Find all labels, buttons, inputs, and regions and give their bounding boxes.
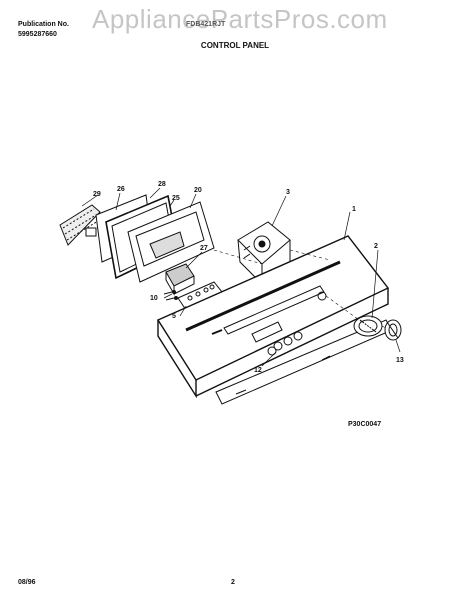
part-2-ring [353, 315, 383, 337]
watermark: AppliancePartsPros.com [92, 4, 388, 34]
callout-20: 20 [194, 187, 202, 194]
part-1-control-panel [156, 235, 390, 399]
publication-number: 5995287660 [18, 31, 57, 38]
diagram-code: P30C0047 [348, 421, 382, 428]
callout-10: 10 [150, 295, 158, 302]
callout-1: 1 [352, 206, 356, 213]
footer-page-number: 2 [231, 579, 235, 586]
part-10-screws [163, 290, 178, 301]
callout-5: 5 [172, 313, 176, 320]
callout-26: 26 [117, 186, 125, 193]
footer-date: 08/96 [18, 579, 36, 586]
assembly-lines [213, 249, 387, 329]
publication-label: Publication No. [18, 21, 69, 28]
callout-2: 2 [374, 243, 378, 250]
callout-12: 12 [254, 367, 262, 374]
callout-13: 13 [396, 357, 404, 364]
part-13-knob [384, 319, 402, 341]
callout-27: 27 [200, 245, 208, 252]
part-20-cover [127, 201, 215, 283]
callout-3: 3 [286, 189, 290, 196]
leader-lines [81, 187, 401, 367]
callout-28: 28 [158, 181, 166, 188]
callout-25: 25 [172, 195, 180, 202]
callout-29: 29 [93, 191, 101, 198]
part-29-gasket [59, 204, 101, 246]
model-number: FDB421RJT [186, 21, 226, 28]
page-title: CONTROL PANEL [200, 41, 270, 50]
